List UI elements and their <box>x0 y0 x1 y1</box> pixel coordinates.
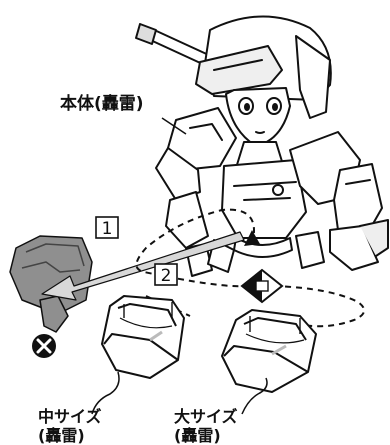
x-circle-icon <box>32 334 56 358</box>
large-size-part <box>221 309 317 393</box>
medium-size-part <box>101 295 185 379</box>
medium-size-leader <box>91 371 120 415</box>
main-body-label: 本体(轟雷) <box>60 93 144 114</box>
dashed-arrowhead <box>244 230 260 246</box>
large-size-leader <box>241 377 268 415</box>
step2-box: 2 <box>154 263 178 286</box>
step1-number: 1 <box>102 219 113 239</box>
figure-illustration <box>135 15 389 277</box>
step1-box: 1 <box>95 216 119 239</box>
large-size-sub-label: (轟雷) <box>174 426 221 445</box>
large-size-label: 大サイズ <box>174 407 238 426</box>
step2-number: 2 <box>161 266 172 286</box>
diamond-swap-icon <box>240 268 284 304</box>
medium-size-sub-label: (轟雷) <box>38 426 85 445</box>
main-body-leader <box>161 117 187 135</box>
arrow-step1 <box>41 231 245 301</box>
medium-size-label: 中サイズ <box>38 407 102 426</box>
